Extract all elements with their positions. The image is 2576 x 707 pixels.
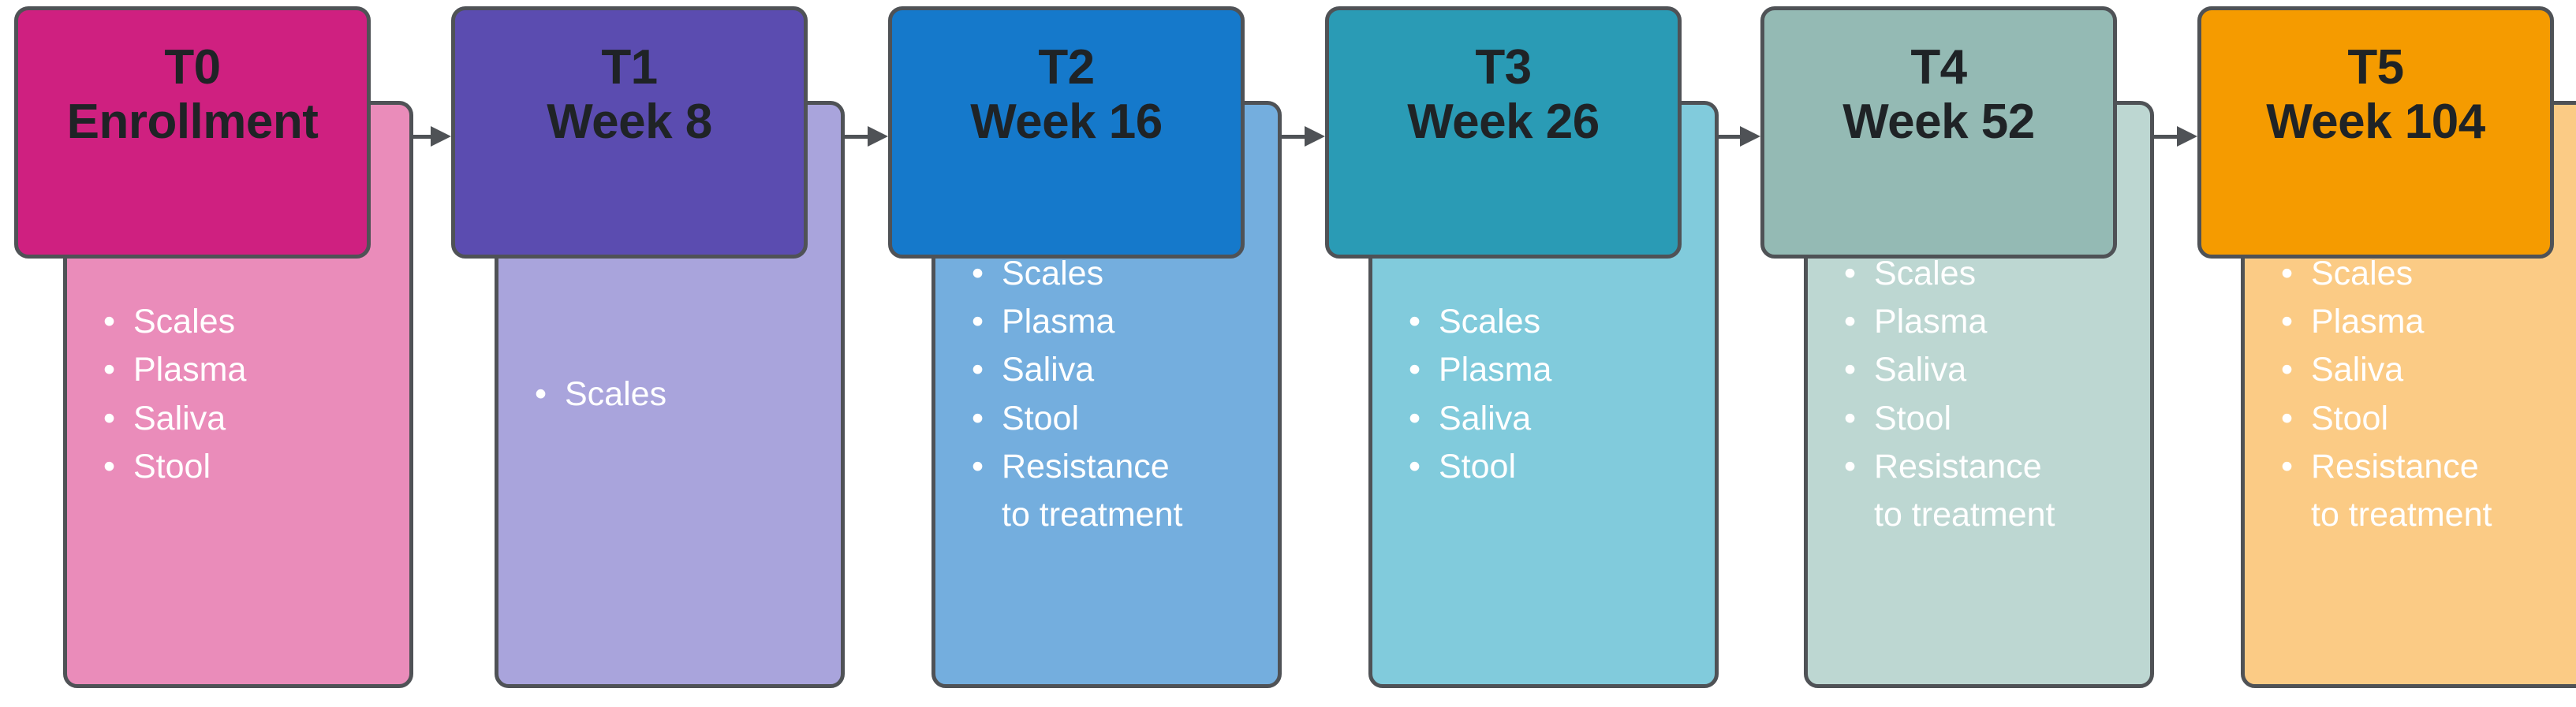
list-item: Stool [102,443,398,491]
step-code: T2 [1038,40,1095,95]
step-timepoint: Week 26 [1407,95,1600,150]
step-timepoint: Week 104 [2266,95,2485,150]
timeline-step-t5: ScalesPlasmaSalivaStoolResistance to tre… [2197,0,2576,707]
assessment-list-t4: ScalesPlasmaSalivaStoolResistance to tre… [1808,250,2150,538]
list-item: Saliva [1842,346,2139,394]
arrow-head-icon [1740,126,1760,147]
list-item: Scales [1407,298,1704,346]
list-item: Scales [1842,250,2139,298]
list-item: Scales [2279,250,2576,298]
arrow-head-icon [431,126,451,147]
list-item: Plasma [2279,298,2576,346]
list-item: Stool [1842,395,2139,443]
list-item: Plasma [1407,346,1704,394]
list-item: Stool [2279,395,2576,443]
step-timepoint: Week 16 [970,95,1163,150]
list-item: Plasma [102,346,398,394]
step-timepoint: Week 52 [1842,95,2035,150]
list-item: Saliva [102,395,398,443]
assessment-list-t3: ScalesPlasmaSalivaStool [1372,298,1715,490]
step-code: T1 [601,40,658,95]
list-item: Scales [533,370,830,419]
arrow-head-icon [1305,126,1325,147]
timeline-step-t4: ScalesPlasmaSalivaStoolResistance to tre… [1760,0,2171,707]
arrow-head-icon [2177,126,2197,147]
list-item: Resistance to treatment [2279,443,2576,539]
list-item: Plasma [1842,298,2139,346]
list-item: Scales [970,250,1267,298]
arrow-head-icon [868,126,888,147]
timeline-step-t2: ScalesPlasmaSalivaStoolResistance to tre… [888,0,1298,707]
list-item: Resistance to treatment [970,443,1267,539]
assessment-list-t1: Scales [498,370,841,419]
assessment-list-t0: ScalesPlasmaSalivaStool [67,298,409,490]
step-timepoint: Enrollment [66,95,319,150]
list-item: Stool [970,395,1267,443]
step-code: T0 [164,40,221,95]
assessment-list-t5: ScalesPlasmaSalivaStoolResistance to tre… [2245,250,2576,538]
step-code: T3 [1475,40,1532,95]
list-item: Resistance to treatment [1842,443,2139,539]
assessment-list-t2: ScalesPlasmaSalivaStoolResistance to tre… [935,250,1278,538]
list-item: Stool [1407,443,1704,491]
step-code: T4 [1910,40,1967,95]
step-timepoint: Week 8 [547,95,712,150]
list-item: Saliva [1407,395,1704,443]
list-item: Scales [102,298,398,346]
step-code: T5 [2347,40,2404,95]
list-item: Saliva [970,346,1267,394]
list-item: Saliva [2279,346,2576,394]
list-item: Plasma [970,298,1267,346]
